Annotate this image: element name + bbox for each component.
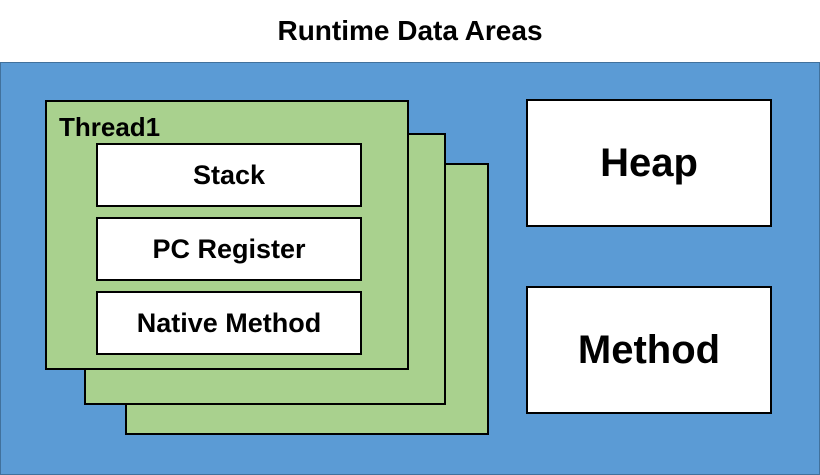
thread-label: Thread1 [59, 112, 161, 142]
method-label: Method [577, 327, 721, 372]
pc-register-label: PC Register [152, 233, 306, 264]
diagram-title: Runtime Data Areas [277, 15, 543, 46]
method-box: Method [526, 286, 772, 414]
heap-box: Heap [526, 99, 772, 227]
runtime-data-area: Thread1 Stack PC Register Native Method … [0, 62, 820, 475]
pc-register-box: PC Register [96, 217, 362, 281]
native-method-label: Native Method [136, 307, 322, 338]
heap-label: Heap [600, 140, 698, 185]
native-method-box: Native Method [96, 291, 362, 355]
stack-box: Stack [96, 143, 362, 207]
stack-label: Stack [192, 159, 266, 190]
thread-card-front: Thread1 Stack PC Register Native Method [45, 100, 409, 370]
